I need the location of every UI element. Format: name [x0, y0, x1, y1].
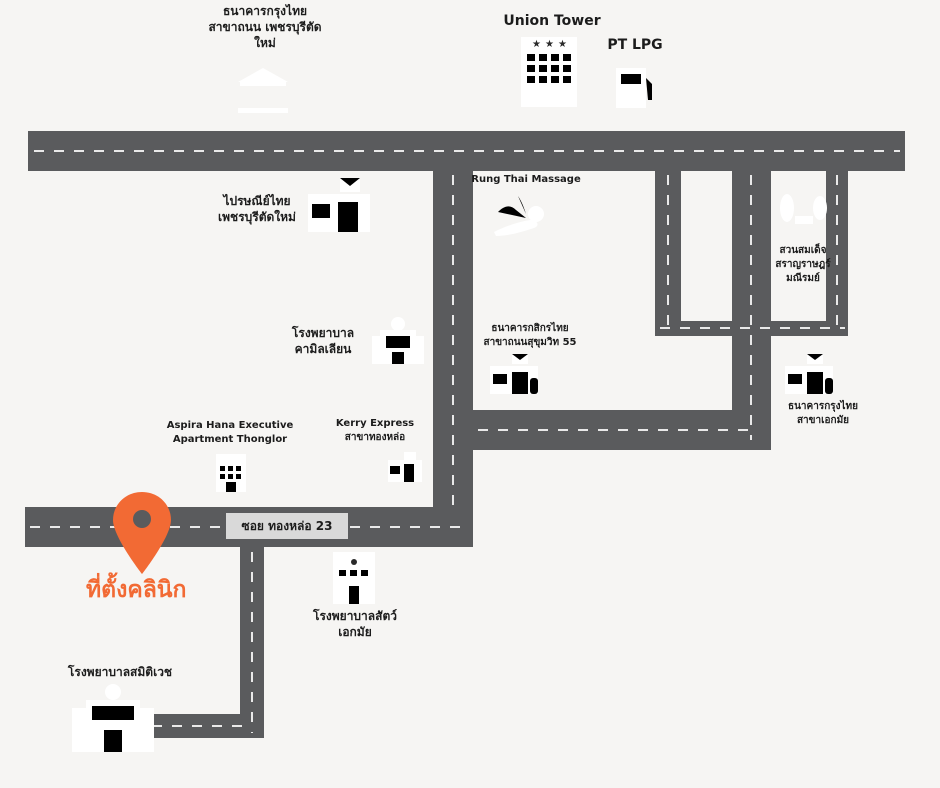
- clinic-location-label[interactable]: ที่ตั้งคลินิก: [86, 577, 187, 603]
- svg-text:★: ★: [532, 39, 541, 50]
- place-label-kerry: Kerry Express สาขาทองหล่อ: [330, 417, 420, 445]
- place-label-pt-lpg: PT LPG: [607, 37, 663, 53]
- place-label-kbank: ธนาคารกสิกรไทย สาขาถนนสุขุมวิท 55: [474, 322, 586, 350]
- bank-icon: [238, 68, 288, 113]
- roads: [25, 131, 905, 738]
- hospital-icon: [372, 317, 424, 364]
- park-icon: [780, 194, 827, 224]
- label-line: สาขาถนน เพชรบุรีตัด: [208, 20, 322, 34]
- hospital-icon: [72, 684, 154, 752]
- road-vertical-east: [732, 171, 771, 450]
- post-office-icon: [308, 178, 370, 232]
- svg-text:★: ★: [545, 39, 554, 50]
- place-label-post-office: ไปรษณีย์ไทย เพชรบุรีตัดใหม่: [202, 193, 312, 225]
- place-label-union-tower: Union Tower: [503, 13, 601, 29]
- label-line: คามิลเลียน: [294, 342, 352, 356]
- label-line: Kerry Express: [335, 418, 415, 429]
- road-park-east: [826, 171, 848, 336]
- shop-icon: [490, 354, 538, 394]
- gas-station-icon: [616, 68, 652, 108]
- road-park-south: [655, 321, 848, 336]
- label-line: Apartment Thonglor: [172, 434, 288, 445]
- label-line: สราญราษฎร์: [775, 259, 831, 270]
- label-line: สาขาถนนสุขุมวิท 55: [483, 337, 577, 348]
- label-line: ไปรษณีย์ไทย: [223, 194, 291, 208]
- label-line: สาขาทองหล่อ: [344, 432, 406, 443]
- shop-icon: [388, 452, 422, 482]
- label-line: ธนาคารกรุงไทย: [222, 4, 308, 18]
- label-line: สวนสมเด็จ: [779, 245, 827, 256]
- place-label-park: สวนสมเด็จ สราญราษฎร์ มณีรมย์: [765, 244, 841, 286]
- label-line: Aspira Hana Executive: [166, 420, 294, 431]
- road-lane-to-hospital: [145, 714, 264, 738]
- label-line: เอกมัย: [338, 625, 372, 639]
- label-line: โรงพยาบาล: [291, 326, 355, 340]
- label-line: ธนาคารกรุงไทย: [787, 401, 859, 412]
- label-line: ใหม่: [254, 36, 276, 50]
- apartment-icon: [216, 454, 246, 492]
- shop-icon: [785, 354, 833, 394]
- place-label-camillian: โรงพยาบาล คามิลเลียน: [278, 325, 368, 357]
- vet-hospital-icon: [333, 552, 375, 604]
- place-label-rung-thai-massage: Rung Thai Massage: [471, 174, 581, 185]
- svg-text:★: ★: [558, 39, 567, 50]
- label-line: โรงพยาบาลสัตว์: [313, 609, 397, 623]
- label-line: เพชรบุรีตัดใหม่: [218, 210, 296, 224]
- street-name-tag: ซอย ทองหล่อ 23: [226, 513, 348, 539]
- office-building-icon: ★ ★ ★: [521, 37, 577, 107]
- location-pin-icon[interactable]: [113, 492, 171, 574]
- place-label-aspira: Aspira Hana Executive Apartment Thonglor: [160, 419, 300, 447]
- label-line: ธนาคารกสิกรไทย: [491, 323, 569, 334]
- place-label-samitivej: โรงพยาบาลสมิติเวช: [67, 665, 173, 679]
- place-label-vet-hospital: โรงพยาบาลสัตว์ เอกมัย: [300, 608, 410, 640]
- label-line: มณีรมย์: [786, 273, 820, 284]
- label-line: สาขาเอกมัย: [796, 415, 850, 426]
- massage-icon: [494, 196, 544, 236]
- place-label-ktb-ekkamai: ธนาคารกรุงไทย สาขาเอกมัย: [778, 400, 868, 428]
- place-label-ktb-phetchaburi: ธนาคารกรุงไทย สาขาถนน เพชรบุรีตัด ใหม่: [205, 3, 325, 51]
